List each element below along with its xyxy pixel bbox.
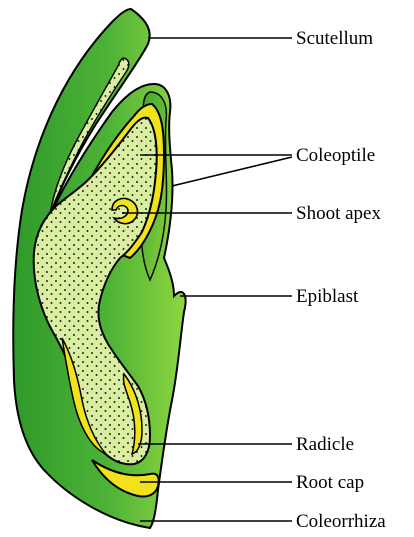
label-root-cap: Root cap (296, 472, 364, 493)
label-radicle: Radicle (296, 434, 354, 455)
label-scutellum: Scutellum (296, 28, 373, 49)
leader-coleoptile-b (172, 157, 292, 186)
label-shoot-apex: Shoot apex (296, 203, 381, 224)
label-coleoptile: Coleoptile (296, 145, 375, 166)
label-epiblast: Epiblast (296, 286, 359, 307)
label-coleorrhiza: Coleorrhiza (296, 511, 386, 532)
